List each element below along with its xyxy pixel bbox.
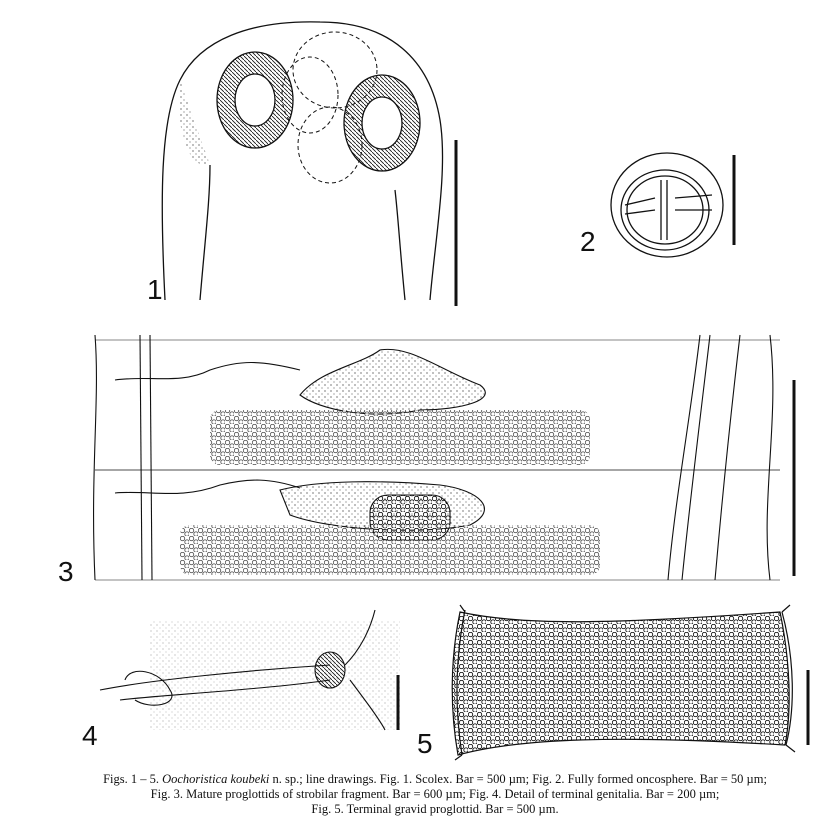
- fig4-label: 4: [82, 720, 98, 751]
- fig1-label: 1: [147, 274, 163, 305]
- caption-line1: n. sp.; line drawings. Fig. 1. Scolex. B…: [269, 772, 767, 786]
- fig5-label: 5: [417, 728, 433, 759]
- fig4-genitalia-drawing: [99, 609, 400, 731]
- fig2-oncosphere-drawing: [610, 152, 724, 258]
- caption-line2: Fig. 3. Mature proglottids of strobilar …: [150, 787, 720, 801]
- figure-caption: Figs. 1 – 5. Oochoristica koubeki n. sp.…: [40, 772, 830, 817]
- caption-species: Oochoristica koubeki: [162, 772, 270, 786]
- fig5-gravid-proglottid-drawing: [451, 604, 796, 761]
- fig2-label: 2: [580, 226, 596, 257]
- caption-prefix: Figs. 1 – 5.: [103, 772, 163, 786]
- caption-line3: Fig. 5. Terminal gravid proglottid. Bar …: [311, 802, 559, 816]
- fig1-scolex-drawing: [161, 21, 444, 301]
- fig3-label: 3: [58, 556, 74, 587]
- fig3-proglottids-drawing: [93, 334, 780, 581]
